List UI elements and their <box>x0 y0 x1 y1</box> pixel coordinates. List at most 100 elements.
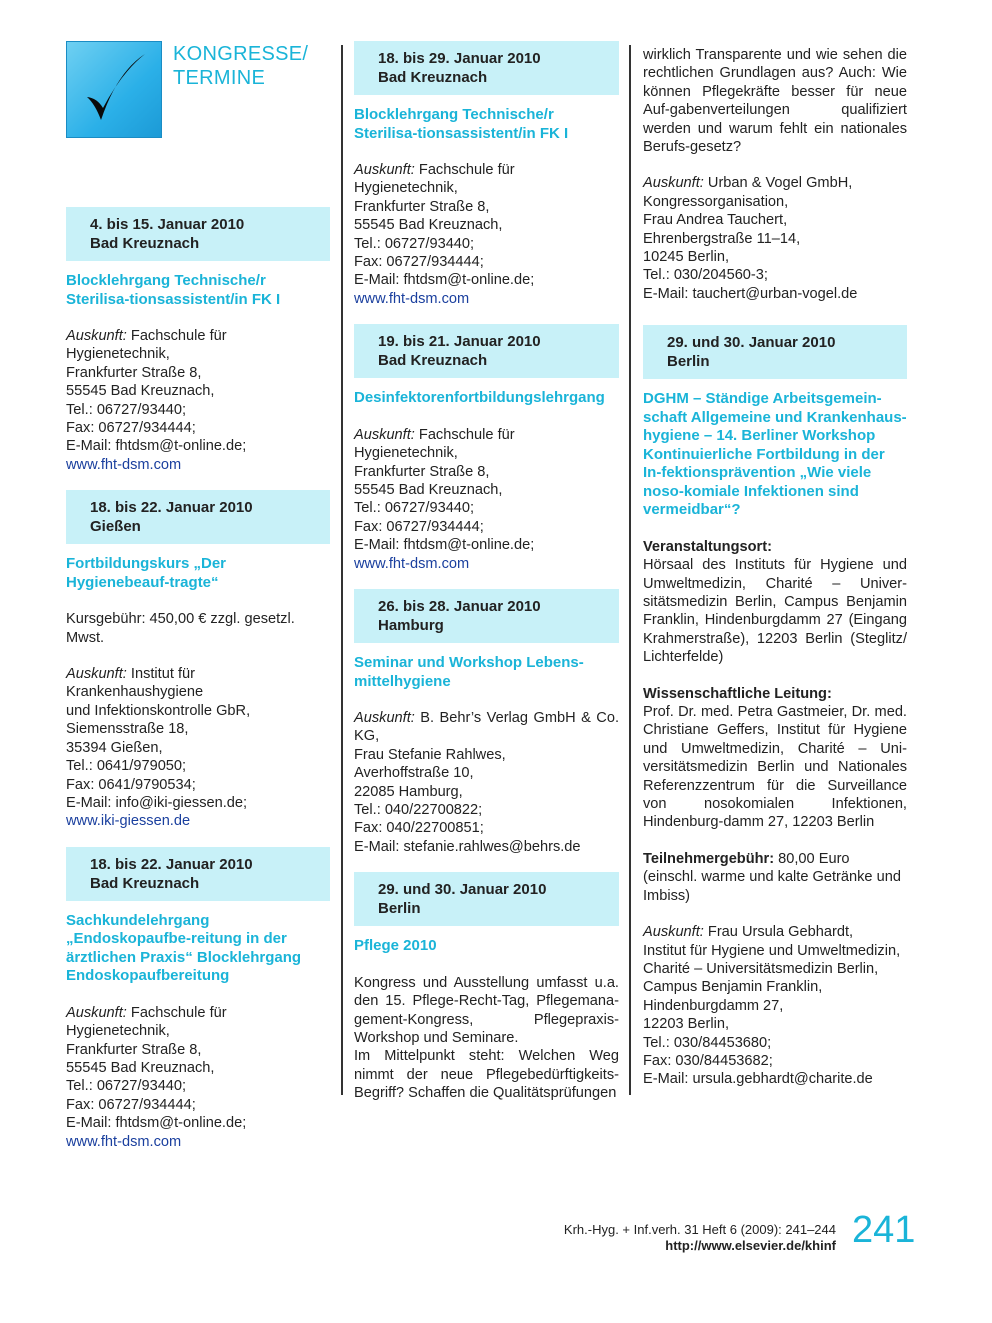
contact-label: Auskunft: <box>66 666 127 683</box>
event-title: Sachkundelehrgang „Endoskopaufbe-reitung… <box>66 911 302 985</box>
event-title: Fortbildungskurs „Der Hygienebeauf-tragt… <box>66 555 227 591</box>
contact-label: Auskunft: <box>643 175 704 192</box>
venue-text: Hörsaal des Instituts für Hygiene und Um… <box>643 557 907 666</box>
section-heading-line2: TERMINE <box>173 67 266 89</box>
contact-line: Auskunft: Fachschule für Hygienetechnik, <box>66 328 227 363</box>
event-place: Berlin <box>667 353 710 371</box>
contact-line: Ehrenbergstraße 11–14, <box>643 230 801 247</box>
checkmark-icon <box>87 54 145 120</box>
checkmark-logo <box>66 41 162 138</box>
journal-url[interactable]: http://www.elsevier.de/khinf <box>665 1238 836 1253</box>
event-place: Bad Kreuznach <box>378 352 488 370</box>
event-date-box: 29. und 30. Januar 2010 Berlin <box>643 325 907 380</box>
website-link[interactable]: www.fht-dsm.com <box>354 290 470 307</box>
contact-line: Averhoffstraße 10, <box>354 765 474 782</box>
contact-line: Institut für Hygiene und Umweltmedizin, <box>643 942 901 959</box>
contact-label: Auskunft: <box>354 426 415 443</box>
contact-line: Charité – Universitätsmedizin Berlin, <box>643 960 879 977</box>
event-date: 29. und 30. Januar 2010 <box>667 334 836 352</box>
contact-line: Tel.: 030/204560-3; <box>643 267 768 284</box>
contact-line: Auskunft: B. Behr’s Verlag GmbH & Co. KG… <box>354 710 619 745</box>
event-place: Hamburg <box>378 617 444 634</box>
contact-line: E-Mail: fhtdsm@t-online.de; <box>66 1115 247 1132</box>
event-date-box: 29. und 30. Januar 2010 Berlin <box>354 872 619 927</box>
contact-line: Tel.: 0641/979050; <box>66 758 187 775</box>
contact-line: Tel.: 030/84453680; <box>643 1034 772 1051</box>
event-description: Kongress und Ausstellung umfasst u.a. de… <box>354 974 619 1046</box>
contact-line: Tel.: 06727/93440; <box>66 1078 187 1095</box>
contact-line: Tel.: 06727/93440; <box>354 235 475 252</box>
contact-line: Kongressorganisation, <box>643 193 789 210</box>
lead-text: Prof. Dr. med. Petra Gastmeier, Dr. med.… <box>643 704 907 831</box>
contact-line: Fax: 030/84453682; <box>643 1052 773 1069</box>
contact-label: Auskunft: <box>66 1004 127 1021</box>
event-date-box: 4. bis 15. Januar 2010 Bad Kreuznach <box>66 207 330 261</box>
contact-line: Siemensstraße 18, <box>66 721 189 738</box>
contact-line: Frau Andrea Tauchert, <box>643 212 788 229</box>
event-date-box: 26. bis 28. Januar 2010 Hamburg <box>354 589 619 643</box>
column-1: 4. bis 15. Januar 2010 Bad Kreuznach Blo… <box>66 207 330 1151</box>
event-date: 18. bis 22. Januar 2010 <box>90 855 253 873</box>
continued-text: wirklich Transparente und wie sehen die … <box>643 47 907 156</box>
website-link[interactable]: www.fht-dsm.com <box>66 456 182 473</box>
event-title: Blocklehrgang Technische/r Sterilisa-tio… <box>66 272 281 308</box>
website-link[interactable]: www.iki-giessen.de <box>66 813 191 830</box>
journal-citation: Krh.-Hyg. + Inf.verh. 31 Heft 6 (2009): … <box>564 1222 836 1254</box>
contact-line: Fax: 06727/934444; <box>66 420 196 437</box>
contact-line: Frankfurter Straße 8, <box>66 364 202 381</box>
fee-label: Teilnehmergebühr: <box>643 850 775 867</box>
event-date: 26. bis 28. Januar 2010 <box>378 598 541 615</box>
event-place: Bad Kreuznach <box>378 69 488 86</box>
contact-line: Auskunft: Fachschule für Hygienetechnik, <box>354 426 515 462</box>
contact-line: Tel.: 040/22700822; <box>354 802 483 819</box>
contact-line: E-Mail: ursula.gebhardt@charite.de <box>643 1071 873 1088</box>
contact-line: E-Mail: stefanie.rahlwes@behrs.de <box>354 838 581 855</box>
contact-line: Fax: 06727/934444; <box>66 1096 196 1113</box>
contact-label: Auskunft: <box>66 328 127 344</box>
contact-line: 55545 Bad Kreuznach, <box>354 217 503 234</box>
event-title: Desinfektorenfortbildungslehrgang <box>354 389 605 407</box>
event-description: Im Mittelpunkt steht: Welchen Weg nimmt … <box>354 1048 619 1102</box>
event-date: 19. bis 21. Januar 2010 <box>378 333 541 351</box>
contact-line: Fax: 06727/934444; <box>354 254 484 271</box>
lead-label: Wissenschaftliche Leitung: <box>643 685 832 702</box>
event-date: 18. bis 29. Januar 2010 <box>378 50 541 67</box>
event-title: Pflege 2010 <box>354 937 437 955</box>
contact-line: Fax: 0641/9790534; <box>66 776 196 793</box>
section-heading-line1: KONGRESSE/ <box>173 43 309 65</box>
contact-line: Frankfurter Straße 8, <box>354 463 490 480</box>
contact-line: Auskunft: Urban & Vogel GmbH, <box>643 175 853 192</box>
contact-line: 12203 Berlin, <box>643 1016 730 1033</box>
contact-line: 10245 Berlin, <box>643 249 730 266</box>
contact-line: E-Mail: tauchert@urban-vogel.de <box>643 285 858 302</box>
contact-line: E-Mail: info@iki-giessen.de; <box>66 794 248 811</box>
website-link[interactable]: www.fht-dsm.com <box>66 1133 182 1150</box>
venue-label: Veranstaltungsort: <box>643 538 772 555</box>
contact-label: Auskunft: <box>354 162 415 178</box>
section-heading: KONGRESSE/ TERMINE <box>173 42 308 90</box>
event-date-box: 18. bis 22. Januar 2010 Bad Kreuznach <box>66 846 330 901</box>
contact-line: Tel.: 06727/93440; <box>66 401 187 418</box>
contact-line: 35394 Gießen, <box>66 739 163 756</box>
event-title: Blocklehrgang Technische/r Sterilisa-tio… <box>354 106 569 142</box>
contact-line: 55545 Bad Kreuznach, <box>66 1059 215 1076</box>
contact-line: Fax: 040/22700851; <box>354 820 484 837</box>
contact-line: Auskunft: Fachschule für Hygienetechnik, <box>354 162 515 197</box>
website-link[interactable]: www.fht-dsm.com <box>354 555 470 572</box>
contact-label: Auskunft: <box>643 924 704 941</box>
contact-line: 55545 Bad Kreuznach, <box>66 383 215 400</box>
contact-line: Hindenburgdamm 27, <box>643 997 784 1014</box>
contact-line: Frau Stefanie Rahlwes, <box>354 746 506 763</box>
contact-line: Frankfurter Straße 8, <box>354 198 490 215</box>
contact-line: Tel.: 06727/93440; <box>354 500 475 517</box>
event-place: Bad Kreuznach <box>90 235 200 252</box>
contact-line: E-Mail: fhtdsm@t-online.de; <box>354 272 535 289</box>
contact-line: E-Mail: fhtdsm@t-online.de; <box>354 537 535 554</box>
event-title: DGHM – Ständige Arbeitsgemein-schaft All… <box>643 390 907 519</box>
event-date-box: 19. bis 21. Januar 2010 Bad Kreuznach <box>354 324 619 379</box>
event-title: Seminar und Workshop Lebens-mittelhygien… <box>354 654 584 690</box>
contact-line: Auskunft: Fachschule für Hygienetechnik, <box>66 1004 227 1040</box>
contact-line: Auskunft: Institut für Krankenhaushygien… <box>66 666 204 701</box>
page-number: 241 <box>852 1209 916 1251</box>
event-date: 4. bis 15. Januar 2010 <box>90 216 245 233</box>
